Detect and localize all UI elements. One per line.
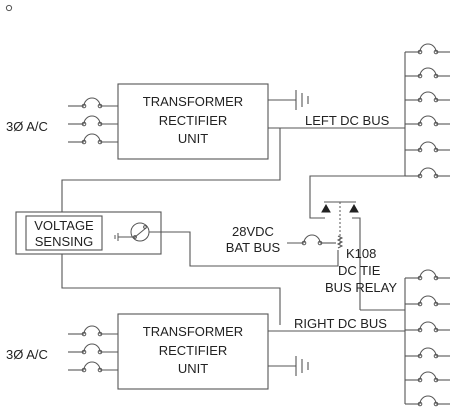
lower-ac-label: 3Ø A/C bbox=[6, 347, 48, 362]
relay-coil-icon bbox=[336, 235, 344, 249]
battery-bus: 28VDC BAT BUS bbox=[226, 224, 336, 255]
right-bus-branch-breakers bbox=[405, 269, 450, 407]
sensing-switch-icon bbox=[114, 222, 150, 242]
lower-ac-input: 3Ø A/C bbox=[6, 325, 118, 373]
relay-contact-right-icon bbox=[349, 203, 359, 213]
relay-name-line-2: BUS RELAY bbox=[325, 280, 397, 295]
lower-ac-breakers bbox=[68, 325, 118, 373]
corner-marker bbox=[5, 4, 13, 12]
upper-tru-line-2: RECTIFIER bbox=[159, 113, 228, 128]
lower-sense-wire bbox=[61, 254, 281, 325]
upper-tru-line-3: UNIT bbox=[178, 131, 208, 146]
voltage-sensing-unit: VOLTAGE SENSING bbox=[15, 211, 162, 255]
voltage-sensing-line-2: SENSING bbox=[35, 234, 94, 249]
dc-tie-bus-relay: K108 DC TIE BUS RELAY bbox=[309, 175, 405, 310]
left-dc-bus: LEFT DC BUS bbox=[268, 43, 450, 179]
upper-transformer-rectifier-unit: TRANSFORMER RECTIFIER UNIT bbox=[117, 83, 269, 160]
voltage-sensing-line-1: VOLTAGE bbox=[34, 218, 94, 233]
left-dc-bus-label: LEFT DC BUS bbox=[305, 113, 390, 128]
lower-tru-line-3: UNIT bbox=[178, 361, 208, 376]
lower-tru-line-2: RECTIFIER bbox=[159, 343, 228, 358]
upper-sense-wire bbox=[61, 128, 281, 212]
upper-ac-input: 3Ø A/C bbox=[6, 97, 118, 145]
upper-tru-line-1: TRANSFORMER bbox=[143, 94, 243, 109]
upper-ac-label: 3Ø A/C bbox=[6, 119, 48, 134]
right-dc-bus-label: RIGHT DC BUS bbox=[294, 316, 387, 331]
upper-ac-breakers bbox=[68, 97, 118, 145]
relay-contact-left-icon bbox=[321, 203, 331, 213]
left-bus-branch-breakers bbox=[405, 43, 450, 179]
sensing-to-relay-wire bbox=[149, 231, 339, 267]
lower-transformer-rectifier-unit: TRANSFORMER RECTIFIER UNIT bbox=[117, 313, 269, 390]
bat-bus-line-2: BAT BUS bbox=[226, 240, 281, 255]
lower-ground-icon bbox=[268, 356, 309, 376]
lower-tru-line-1: TRANSFORMER bbox=[143, 324, 243, 339]
right-dc-bus: RIGHT DC BUS bbox=[268, 269, 450, 407]
bat-bus-line-1: 28VDC bbox=[232, 224, 274, 239]
relay-id-label: K108 bbox=[346, 246, 376, 261]
upper-ground-icon bbox=[268, 90, 309, 110]
relay-name-line-1: DC TIE bbox=[338, 263, 381, 278]
